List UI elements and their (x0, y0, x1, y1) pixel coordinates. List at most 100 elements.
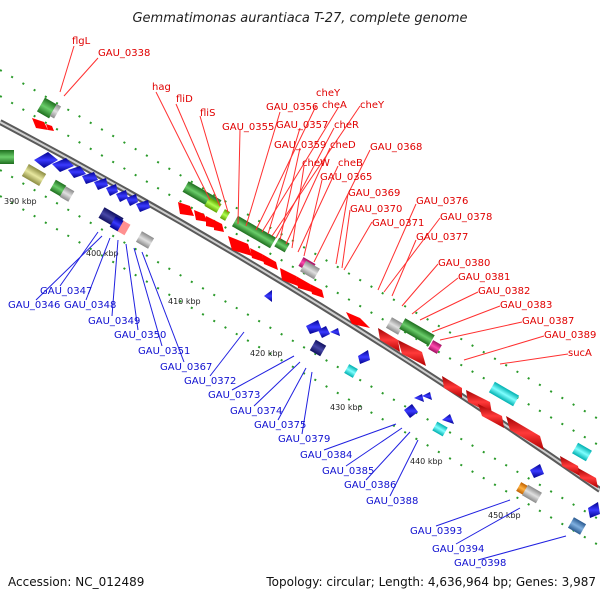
label-GAU_0388[interactable]: GAU_0388 (366, 496, 418, 507)
gene-sucA-a[interactable] (478, 404, 504, 428)
gene-arrow-g[interactable] (262, 254, 278, 270)
gene-rev-arrow-4[interactable] (82, 172, 98, 184)
label-GAU_0355[interactable]: GAU_0355 (222, 122, 274, 133)
gene-arrow-e[interactable] (228, 236, 252, 256)
gene-rev-arrow-6[interactable] (106, 184, 118, 196)
gene-GAU_0349[interactable] (117, 220, 131, 236)
gene-olive[interactable] (21, 163, 47, 187)
label-GAU_0375[interactable]: GAU_0375 (254, 420, 306, 431)
label-GAU_0381[interactable]: GAU_0381 (458, 272, 510, 283)
label-GAU_0384[interactable]: GAU_0384 (300, 450, 352, 461)
label-sucA[interactable]: sucA (568, 348, 592, 359)
label-hag[interactable]: hag (152, 82, 171, 93)
gene-GAU_0338[interactable] (49, 103, 62, 119)
label-cheY-2[interactable]: cheY (360, 100, 385, 111)
label-GAU_0394[interactable]: GAU_0394 (432, 544, 484, 555)
gene-GAU_0384[interactable] (404, 404, 418, 418)
gene-rev-arrow-1[interactable] (34, 152, 58, 168)
gene-GAU_0380-arrow[interactable] (378, 328, 400, 352)
gene-GAU_0350[interactable] (135, 231, 155, 249)
label-GAU_0393[interactable]: GAU_0393 (410, 526, 462, 537)
gene-rev-arrow-mid[interactable] (442, 414, 454, 424)
gene-GAU_0378[interactable] (399, 318, 435, 346)
gene-GAU_0388[interactable] (432, 421, 448, 437)
label-GAU_0369[interactable]: GAU_0369 (348, 188, 400, 199)
gene-fliD[interactable] (204, 197, 222, 213)
gene-GAU_0375[interactable] (330, 328, 340, 336)
label-GAU_0389[interactable]: GAU_0389 (544, 330, 596, 341)
label-GAU_0379[interactable]: GAU_0379 (278, 434, 330, 445)
gene-GAU_0379[interactable] (358, 350, 370, 364)
label-GAU_0383[interactable]: GAU_0383 (500, 300, 552, 311)
gene-rev-arrow-8[interactable] (126, 194, 138, 206)
label-GAU_0374[interactable]: GAU_0374 (230, 406, 282, 417)
gene-arrow-right-1[interactable] (560, 456, 580, 476)
label-GAU_0359[interactable]: GAU_0359 (274, 140, 326, 151)
gene-rev-arrow-3[interactable] (68, 166, 86, 178)
label-GAU_0357[interactable]: GAU_0357 (276, 120, 328, 131)
gene-GAU_0377[interactable] (428, 340, 442, 354)
gene-rev-arrow-5[interactable] (94, 178, 108, 190)
gene-rev-right[interactable] (588, 502, 600, 518)
gene-GAU_0386[interactable] (422, 392, 432, 400)
label-cheA[interactable]: cheA (322, 100, 347, 111)
label-GAU_0349[interactable]: GAU_0349 (88, 316, 140, 327)
label-fliD[interactable]: fliD (176, 94, 193, 105)
label-GAU_0365[interactable]: GAU_0365 (320, 172, 372, 183)
gene-GAU_0374[interactable] (309, 339, 327, 357)
gene-cyan-1[interactable] (344, 364, 358, 378)
label-GAU_0351[interactable]: GAU_0351 (138, 346, 190, 357)
label-flgL[interactable]: flgL (72, 36, 91, 47)
gene-GAU_0383[interactable] (442, 376, 462, 398)
gene-arrow-i[interactable] (296, 276, 312, 292)
label-fliS[interactable]: fliS (200, 108, 215, 119)
gene-arrow-j[interactable] (310, 284, 324, 298)
gene-GAU_0356[interactable] (231, 215, 277, 249)
gene-GAU_0369[interactable] (346, 312, 370, 328)
gene-arrow-h[interactable] (280, 268, 298, 286)
label-cheW[interactable]: cheW (302, 158, 330, 169)
gene-rev-arrow-9[interactable] (136, 200, 150, 212)
gene-rev-arrow-7[interactable] (116, 190, 128, 202)
gene-arrow-right-2[interactable] (578, 468, 598, 488)
label-GAU_0385[interactable]: GAU_0385 (322, 466, 374, 477)
gene-GAU_0393[interactable] (530, 464, 544, 478)
gene-GAU_0348[interactable] (109, 216, 125, 232)
gene-rev-arrow-2[interactable] (52, 158, 74, 172)
gene-GAU_0367[interactable] (264, 290, 272, 302)
gene-GAU_0387[interactable] (488, 381, 520, 407)
gene-arrow-f[interactable] (250, 248, 264, 262)
label-GAU_0378[interactable]: GAU_0378 (440, 212, 492, 223)
label-GAU_0377[interactable]: GAU_0377 (416, 232, 468, 243)
label-GAU_0386[interactable]: GAU_0386 (344, 480, 396, 491)
label-cheB[interactable]: cheB (338, 158, 363, 169)
gene-GAU_0372[interactable] (306, 320, 322, 334)
label-GAU_0367[interactable]: GAU_0367 (160, 362, 212, 373)
gene-arrow-c[interactable] (206, 216, 216, 228)
gene-GAU_0373[interactable] (318, 326, 330, 338)
gene-green-left[interactable] (0, 150, 14, 164)
label-GAU_0350[interactable]: GAU_0350 (114, 330, 166, 341)
gene-GAU_0381-arrow[interactable] (398, 340, 426, 366)
gene-GAU_0376-grey[interactable] (385, 317, 405, 335)
label-GAU_0348[interactable]: GAU_0348 (64, 300, 116, 311)
gene-arrow-a[interactable] (178, 202, 194, 216)
label-GAU_0371[interactable]: GAU_0371 (372, 218, 424, 229)
gene-arrow-b[interactable] (194, 210, 208, 222)
label-GAU_0382[interactable]: GAU_0382 (478, 286, 530, 297)
label-GAU_0347[interactable]: GAU_0347 (40, 286, 92, 297)
gene-fliS[interactable] (219, 209, 231, 221)
gene-sucA-b[interactable] (506, 416, 544, 450)
gene-GAU_0385[interactable] (414, 394, 424, 402)
gene-grey-rev[interactable] (522, 484, 542, 504)
label-GAU_0372[interactable]: GAU_0372 (184, 376, 236, 387)
label-GAU_0380[interactable]: GAU_0380 (438, 258, 490, 269)
label-GAU_0387[interactable]: GAU_0387 (522, 316, 574, 327)
gene-green-small[interactable] (49, 179, 67, 197)
gene-GAU_0365-grey[interactable] (300, 260, 320, 280)
label-GAU_0398[interactable]: GAU_0398 (454, 558, 506, 569)
label-cheY-1[interactable]: cheY (316, 88, 341, 99)
gene-red-small[interactable] (46, 124, 54, 131)
label-GAU_0373[interactable]: GAU_0373 (208, 390, 260, 401)
gene-cyan-right[interactable] (572, 442, 592, 462)
